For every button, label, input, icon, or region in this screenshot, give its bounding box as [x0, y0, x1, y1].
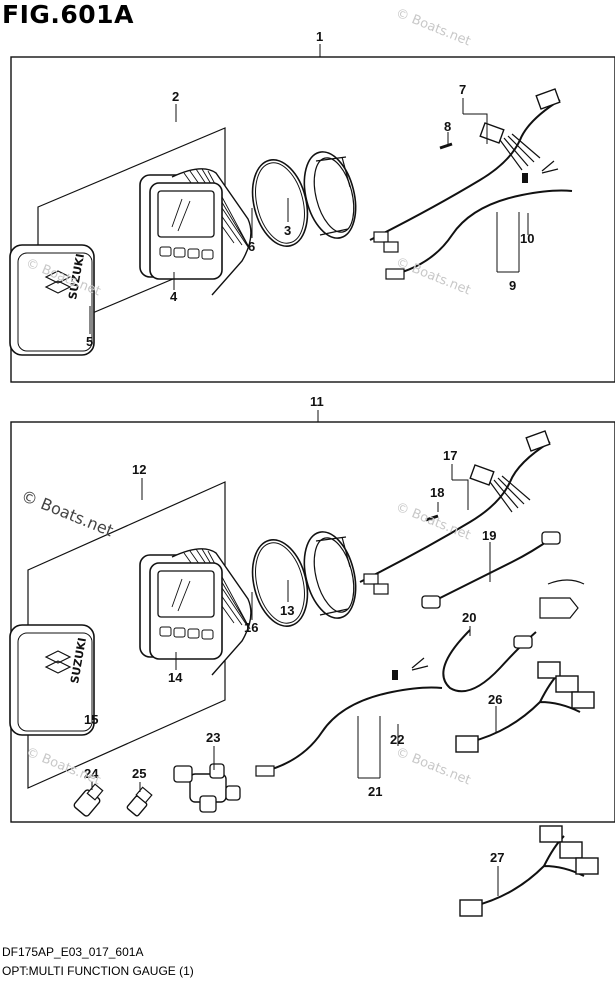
harness-7	[369, 88, 561, 253]
callout-26: 26	[488, 692, 502, 707]
callout-16: 16	[244, 620, 258, 635]
callout-labels: 1 2 3 4 5 6 7 8 9 10 11 12 13 14 15 16 1…	[84, 29, 534, 865]
leader-lines-bottom	[91, 464, 499, 896]
callout-27: 27	[490, 850, 504, 865]
assembly-box-top	[10, 44, 615, 383]
callout-1: 1	[316, 29, 323, 44]
callout-18: 18	[430, 485, 444, 500]
callout-21: 21	[368, 784, 382, 799]
callout-14: 14	[168, 670, 183, 685]
watermark-4: © Boats.net	[394, 255, 473, 299]
callout-12: 12	[132, 462, 146, 477]
cable-19	[421, 531, 561, 609]
callout-11: 11	[310, 394, 324, 409]
callout-15: 15	[84, 712, 98, 727]
watermark-5: © Boats.net	[394, 500, 473, 544]
figure-title: FIG.601A	[2, 0, 134, 29]
leader-lines-top	[89, 98, 529, 334]
callout-13: 13	[280, 603, 294, 618]
y-cable-27	[459, 825, 599, 917]
callout-24: 24	[84, 766, 99, 781]
callout-25: 25	[132, 766, 146, 781]
callout-10: 10	[520, 231, 534, 246]
screw-18	[425, 514, 439, 522]
callout-23: 23	[206, 730, 220, 745]
callout-2: 2	[172, 89, 179, 104]
callout-8: 8	[444, 119, 451, 134]
terminator-24	[73, 783, 104, 817]
callout-5: 5	[86, 334, 93, 349]
drawing-code: DF175AP_E03_017_601A	[2, 945, 144, 959]
callout-19: 19	[482, 528, 496, 543]
y-cable-26	[455, 661, 595, 753]
screw-8	[439, 142, 453, 150]
cable-20	[442, 579, 585, 693]
watermark-1: © Boats.net	[394, 6, 473, 50]
callout-20: 20	[462, 610, 476, 625]
watermark-2: © Boats.net	[19, 486, 117, 540]
terminator-25	[126, 786, 153, 817]
gauge-assembly-top	[9, 145, 365, 356]
gauge-assembly-bottom	[9, 525, 365, 736]
callout-22: 22	[390, 732, 404, 747]
callout-4: 4	[170, 289, 178, 304]
callout-3: 3	[284, 223, 291, 238]
callout-7: 7	[459, 82, 466, 97]
callout-17: 17	[443, 448, 457, 463]
callout-6: 6	[248, 239, 255, 254]
tee-connector-23	[173, 763, 241, 813]
assembly-box-bottom	[10, 410, 615, 823]
figure-caption: OPT:MULTI FUNCTION GAUGE (1)	[2, 964, 194, 978]
callout-9: 9	[509, 278, 516, 293]
